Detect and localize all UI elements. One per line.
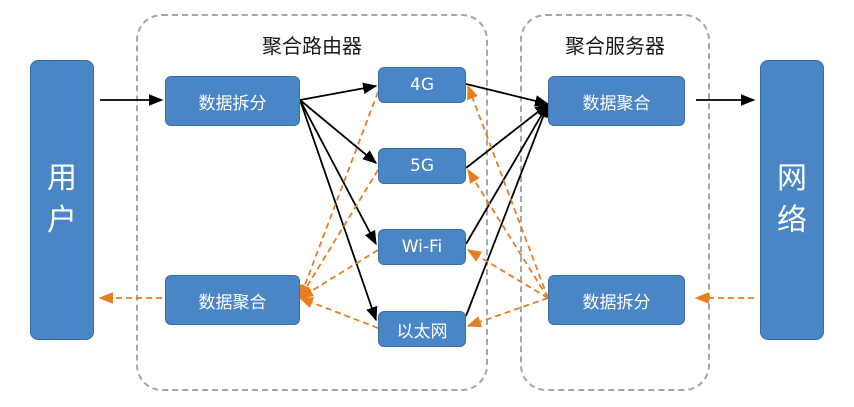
arrow-split-to-wifi (299, 99, 377, 246)
arrow-split-to-5g (299, 99, 378, 164)
arrow-4g-to-router-aggregate (299, 91, 379, 300)
arrow-5g-to-aggregate (465, 103, 550, 169)
arrow-srv-split-to-4g (467, 84, 549, 299)
router-group (136, 14, 488, 391)
router-aggregate-box: 数据聚合 (165, 275, 300, 325)
network-endpoint-label: 网络 (777, 161, 807, 238)
link-5g-box: 5G (378, 148, 466, 184)
server-aggregate-box: 数据聚合 (548, 76, 685, 126)
user-endpoint-label: 用户 (47, 161, 77, 238)
arrow-split-to-ethernet (299, 99, 378, 322)
link-ethernet-box: 以太网 (378, 311, 466, 347)
arrow-5g-to-router-aggregate (299, 169, 379, 300)
link-4g-box: 4G (378, 67, 466, 103)
router-split-box: 数据拆分 (165, 76, 300, 126)
server-group-title: 聚合服务器 (565, 34, 665, 58)
arrow-srv-split-to-ethernet (466, 297, 549, 328)
user-endpoint: 用户 (30, 60, 94, 340)
arrow-srv-split-to-wifi (466, 249, 549, 299)
arrow-wifi-to-aggregate (465, 102, 549, 245)
arrow-ethernet-to-router-aggregate (298, 297, 379, 329)
server-split-box: 数据拆分 (548, 275, 685, 325)
server-group (520, 14, 710, 391)
network-endpoint: 网络 (760, 60, 824, 340)
arrow-srv-split-to-5g (467, 168, 549, 299)
arrow-wifi-to-router-aggregate (298, 249, 379, 299)
arrow-4g-to-aggregate (465, 83, 550, 107)
router-group-title: 聚合路由器 (262, 34, 362, 58)
arrow-split-to-4g (299, 82, 378, 101)
link-wifi-box: Wi-Fi (378, 229, 466, 265)
arrow-ethernet-to-aggregate (465, 102, 549, 317)
